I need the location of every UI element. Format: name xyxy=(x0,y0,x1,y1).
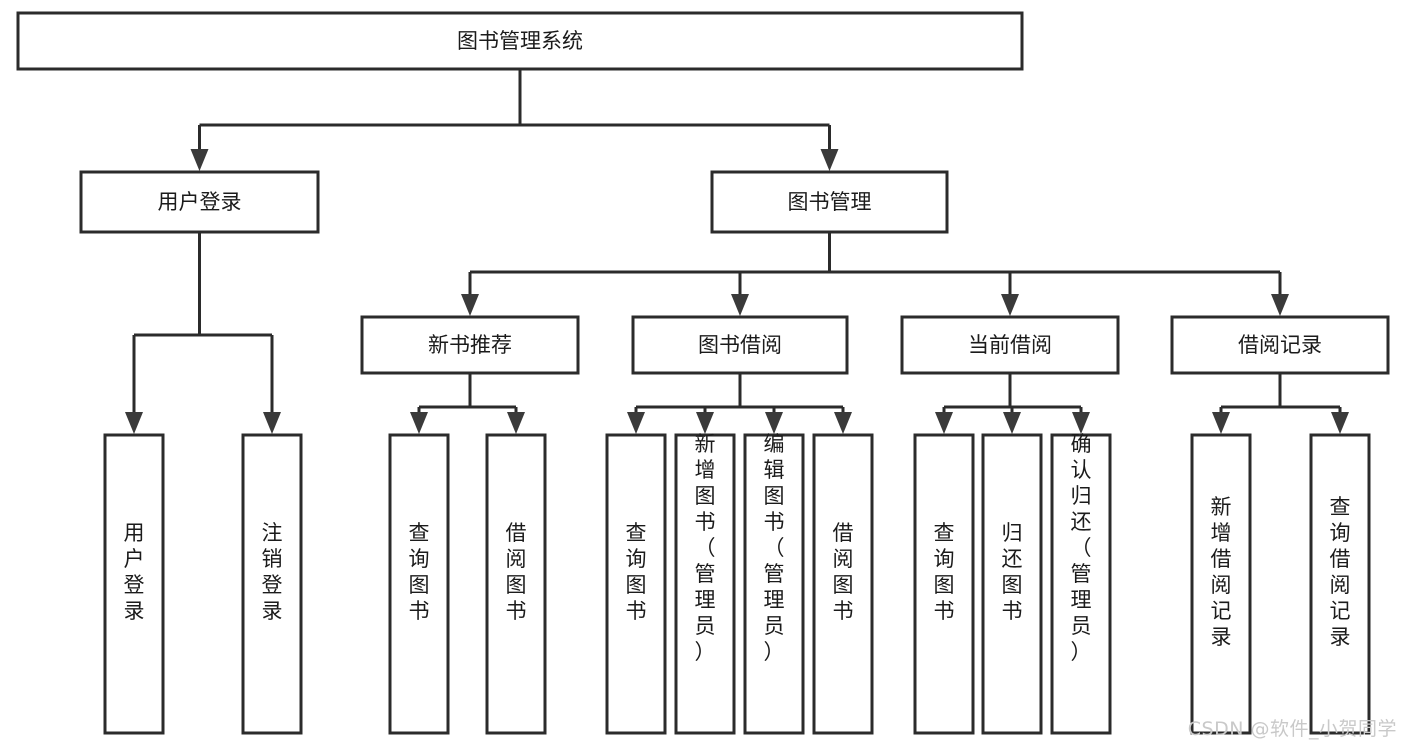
node-box-root[interactable] xyxy=(16,11,1024,71)
arrow-head-icon-current-borrow xyxy=(1001,294,1019,316)
node-box-leaf-user-login[interactable] xyxy=(103,433,165,735)
node-box-leaf-add-book[interactable] xyxy=(674,433,736,735)
node-box-leaf-logout[interactable] xyxy=(241,433,303,735)
arrow-head-icon-book-manage xyxy=(820,149,839,171)
node-box-current-borrow[interactable] xyxy=(900,315,1120,375)
node-label-leaf-borrow-book-1: 借阅图书 xyxy=(506,521,527,623)
node-box-leaf-query-book-1[interactable] xyxy=(388,433,450,735)
node-label-user-login: 用户登录 xyxy=(158,190,242,214)
node-box-borrow-record[interactable] xyxy=(1170,315,1390,375)
arrow-head-icon-leaf-logout xyxy=(263,412,281,434)
arrow-head-icon-leaf-user-login xyxy=(125,412,143,434)
arrow-head-icon-book-borrow xyxy=(731,294,749,316)
arrow-head-icon-new-book-rec xyxy=(461,294,479,316)
node-label-leaf-user-login: 用户登录 xyxy=(124,521,145,623)
node-leaf-confirm-return[interactable]: 确认归还（管理员） xyxy=(1050,432,1112,735)
node-label-leaf-return-book: 归还图书 xyxy=(1002,521,1023,623)
arrow-head-icon-user-login xyxy=(190,149,209,171)
node-label-new-book-rec: 新书推荐 xyxy=(428,333,512,357)
node-box-leaf-query-record[interactable] xyxy=(1309,433,1371,735)
connector-layer xyxy=(125,69,1349,434)
node-label-leaf-add-book: 新增图书（管理员） xyxy=(695,432,716,664)
node-box-leaf-edit-book[interactable] xyxy=(743,433,805,735)
node-leaf-return-book[interactable]: 归还图书 xyxy=(981,433,1043,735)
node-label-leaf-query-book-3: 查询图书 xyxy=(934,521,955,623)
node-box-leaf-query-book-3[interactable] xyxy=(913,433,975,735)
node-new-book-rec[interactable]: 新书推荐 xyxy=(360,315,580,375)
arrow-head-icon-borrow-record xyxy=(1271,294,1289,316)
node-box-book-manage[interactable] xyxy=(710,170,949,234)
arrow-head-icon-leaf-return-book xyxy=(1003,412,1021,434)
node-root[interactable]: 图书管理系统 xyxy=(16,11,1024,71)
node-label-leaf-edit-book: 编辑图书（管理员） xyxy=(764,432,785,664)
node-current-borrow[interactable]: 当前借阅 xyxy=(900,315,1120,375)
node-label-leaf-query-book-1: 查询图书 xyxy=(409,521,430,623)
arrow-head-icon-leaf-borrow-book-2 xyxy=(834,412,852,434)
node-box-leaf-add-record[interactable] xyxy=(1190,433,1252,735)
node-leaf-query-record[interactable]: 查询借阅记录 xyxy=(1309,433,1371,735)
node-borrow-record[interactable]: 借阅记录 xyxy=(1170,315,1390,375)
node-leaf-edit-book[interactable]: 编辑图书（管理员） xyxy=(743,432,805,735)
arrow-head-icon-leaf-query-book-3 xyxy=(935,412,953,434)
node-box-book-borrow[interactable] xyxy=(631,315,849,375)
node-leaf-add-book[interactable]: 新增图书（管理员） xyxy=(674,432,736,735)
node-label-leaf-query-book-2: 查询图书 xyxy=(626,521,647,623)
node-box-leaf-borrow-book-2[interactable] xyxy=(812,433,874,735)
node-box-leaf-borrow-book-1[interactable] xyxy=(485,433,547,735)
node-box-leaf-return-book[interactable] xyxy=(981,433,1043,735)
node-leaf-query-book-1[interactable]: 查询图书 xyxy=(388,433,450,735)
node-label-leaf-add-record: 新增借阅记录 xyxy=(1211,495,1232,649)
node-layer: 图书管理系统用户登录图书管理新书推荐图书借阅当前借阅借阅记录用户登录注销登录查询… xyxy=(16,11,1390,735)
node-leaf-logout[interactable]: 注销登录 xyxy=(241,433,303,735)
node-label-borrow-record: 借阅记录 xyxy=(1238,333,1322,357)
arrow-head-icon-leaf-query-book-2 xyxy=(627,412,645,434)
node-label-leaf-borrow-book-2: 借阅图书 xyxy=(833,521,854,623)
arrow-head-icon-leaf-add-record xyxy=(1212,412,1230,434)
arrow-head-icon-leaf-add-book xyxy=(696,412,714,434)
node-label-root: 图书管理系统 xyxy=(457,29,583,53)
node-label-book-manage: 图书管理 xyxy=(788,190,872,214)
node-book-borrow[interactable]: 图书借阅 xyxy=(631,315,849,375)
arrow-head-icon-leaf-query-record xyxy=(1331,412,1349,434)
node-box-user-login[interactable] xyxy=(79,170,320,234)
node-user-login[interactable]: 用户登录 xyxy=(79,170,320,234)
arrow-head-icon-leaf-confirm-return xyxy=(1072,412,1090,434)
arrow-head-icon-leaf-borrow-book-1 xyxy=(507,412,525,434)
node-label-leaf-confirm-return: 确认归还（管理员） xyxy=(1071,432,1092,664)
node-box-leaf-query-book-2[interactable] xyxy=(605,433,667,735)
node-label-leaf-logout: 注销登录 xyxy=(262,521,283,623)
node-leaf-add-record[interactable]: 新增借阅记录 xyxy=(1190,433,1252,735)
node-box-new-book-rec[interactable] xyxy=(360,315,580,375)
arrow-head-icon-leaf-edit-book xyxy=(765,412,783,434)
node-label-book-borrow: 图书借阅 xyxy=(698,333,782,357)
node-book-manage[interactable]: 图书管理 xyxy=(710,170,949,234)
arrow-head-icon-leaf-query-book-1 xyxy=(410,412,428,434)
node-leaf-user-login[interactable]: 用户登录 xyxy=(103,433,165,735)
node-label-leaf-query-record: 查询借阅记录 xyxy=(1330,495,1351,649)
node-leaf-borrow-book-1[interactable]: 借阅图书 xyxy=(485,433,547,735)
node-leaf-query-book-2[interactable]: 查询图书 xyxy=(605,433,667,735)
node-box-leaf-confirm-return[interactable] xyxy=(1050,433,1112,735)
node-leaf-borrow-book-2[interactable]: 借阅图书 xyxy=(812,433,874,735)
node-leaf-query-book-3[interactable]: 查询图书 xyxy=(913,433,975,735)
node-label-current-borrow: 当前借阅 xyxy=(968,333,1052,357)
